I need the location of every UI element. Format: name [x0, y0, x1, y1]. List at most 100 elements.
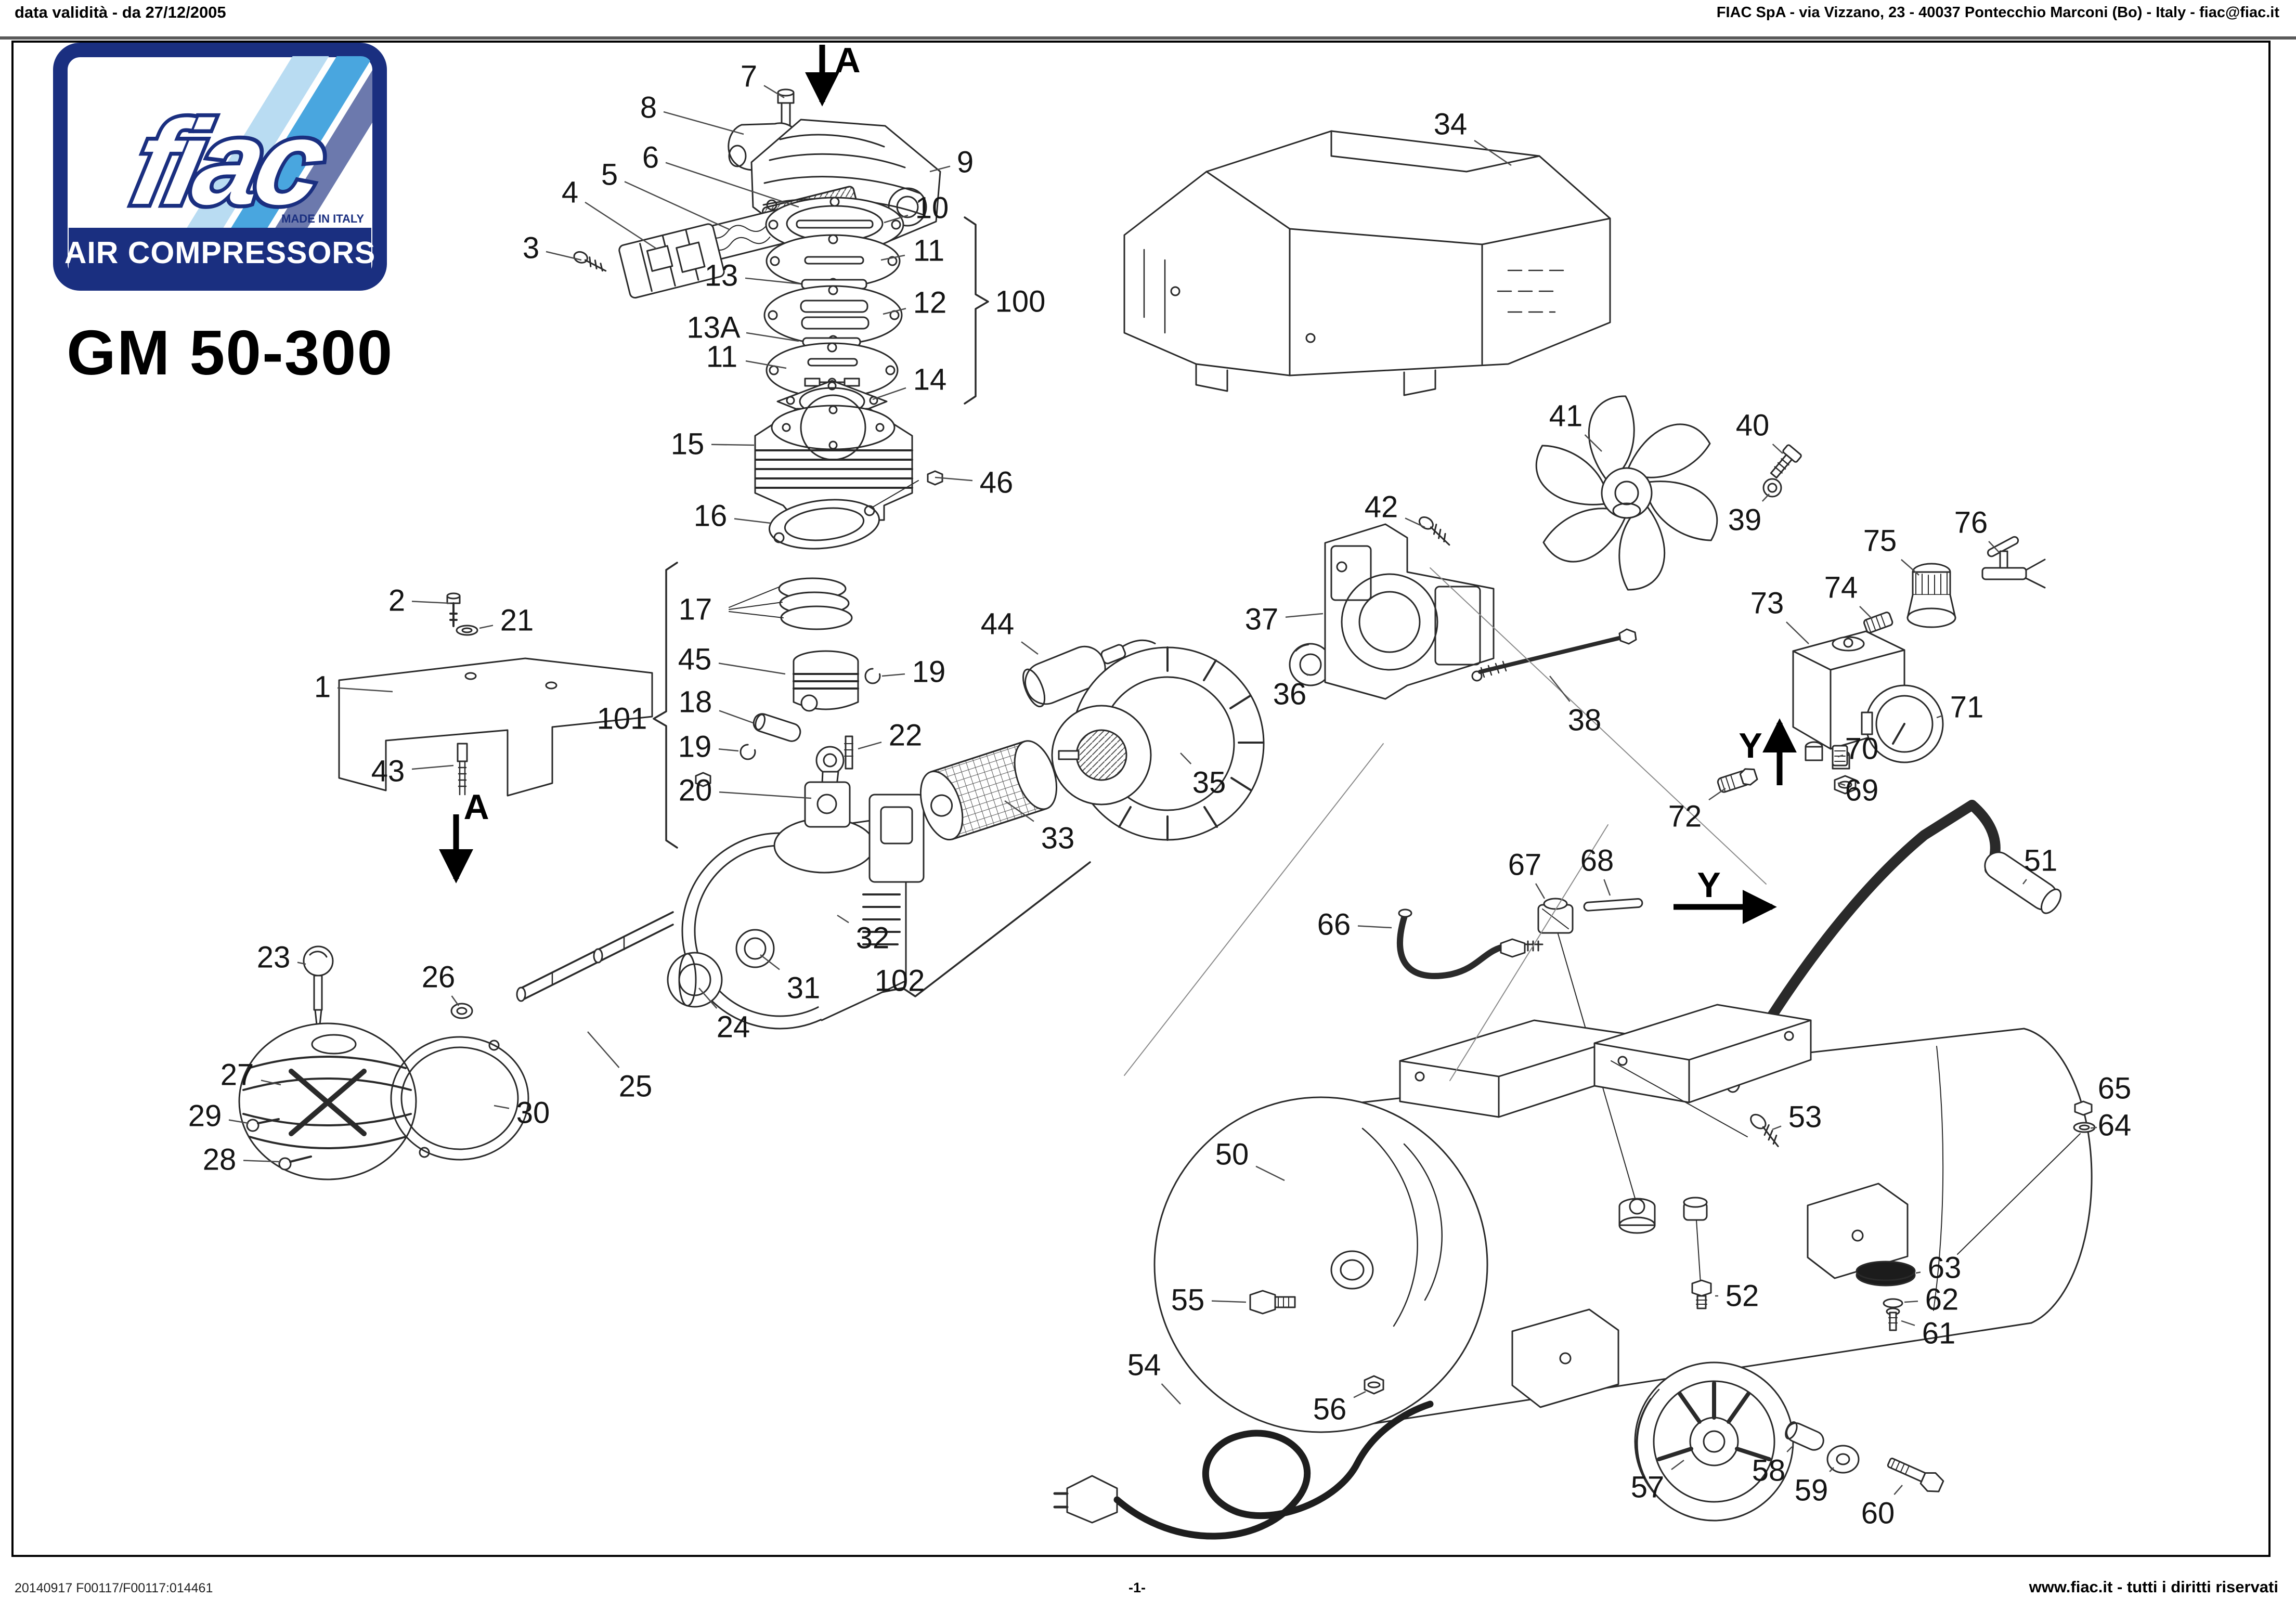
document-code: 20140917 F00117/F00117:014461 — [15, 1581, 213, 1595]
part-label-36: 36 — [1273, 677, 1307, 711]
plate-bolt — [446, 592, 461, 627]
leader-22 — [858, 741, 882, 750]
wheel-bolt — [1887, 1458, 1944, 1492]
leader-32 — [837, 914, 849, 924]
oil-dipstick — [303, 945, 334, 1031]
leader-56 — [1353, 1391, 1366, 1398]
saddle-screw — [1611, 1060, 1779, 1147]
part-label-11a: 11 — [913, 233, 945, 268]
part-label-56: 56 — [1313, 1392, 1347, 1426]
leader-21 — [479, 625, 494, 629]
leader-70 — [1837, 754, 1844, 758]
shaft-ring — [450, 1003, 473, 1019]
mount-stud — [457, 743, 468, 796]
leader-64 — [2090, 1126, 2097, 1129]
through-bolt — [1478, 628, 1637, 678]
logo-banner-bar — [69, 228, 371, 277]
part-label-39: 39 — [1728, 503, 1762, 537]
power-cord — [1053, 1400, 1434, 1540]
leg-bracket-rear — [1807, 1183, 1909, 1279]
model-title: GM 50-300 — [67, 317, 394, 388]
valve-plate-stack — [763, 197, 904, 424]
leader-23 — [297, 962, 306, 965]
foot-washer — [1883, 1298, 1903, 1308]
leader-7 — [763, 85, 785, 99]
leader-55 — [1211, 1300, 1247, 1303]
part-label-63: 63 — [1927, 1251, 1962, 1285]
saddle-plate-right — [1593, 1004, 1812, 1103]
part-label-2: 2 — [388, 583, 406, 618]
motor-bracket — [1324, 523, 1495, 700]
part-label-74: 74 — [1824, 570, 1858, 605]
leader-25 — [587, 1031, 620, 1068]
part-label-28: 28 — [202, 1142, 237, 1177]
page-number: -1- — [1128, 1580, 1146, 1595]
intake-muffler — [1022, 639, 1156, 708]
leader-51 — [2022, 879, 2027, 885]
foot-screw — [1886, 1307, 1900, 1331]
part-label-30: 30 — [516, 1096, 550, 1130]
base-plate — [338, 657, 653, 797]
tank-nut-56 — [1364, 1375, 1384, 1395]
crankcase — [681, 735, 925, 1030]
base-gasket — [768, 499, 880, 550]
leader-lines — [228, 45, 2097, 1495]
part-label-72: 72 — [1668, 799, 1702, 834]
leader-34 — [1474, 140, 1512, 166]
valve-block — [618, 223, 725, 299]
part-label-76: 76 — [1954, 505, 1988, 540]
main-bearing — [667, 952, 723, 1008]
svg-text:fiac: fiac — [122, 96, 336, 229]
pressure-regulator — [1906, 563, 1956, 628]
part-label-27: 27 — [220, 1058, 254, 1092]
part-label-16: 16 — [693, 499, 728, 533]
part-label-11b: 11 — [706, 340, 738, 374]
part-label-29: 29 — [188, 1099, 222, 1133]
tank-fitting-72 — [1717, 768, 1758, 793]
part-label-35: 35 — [1192, 765, 1226, 800]
leader-26 — [451, 995, 460, 1006]
motor-bearing — [1289, 643, 1332, 686]
part-label-70: 70 — [1845, 732, 1879, 766]
part-label-5: 5 — [601, 158, 618, 192]
part-label-43: 43 — [371, 754, 405, 788]
part-label-65: 65 — [2097, 1071, 2132, 1106]
outlet-valve — [1981, 536, 2046, 589]
part-label-50: 50 — [1215, 1137, 1249, 1172]
cooling-fan — [1535, 395, 1718, 591]
part-label-55: 55 — [1171, 1283, 1205, 1317]
leader-61 — [1901, 1320, 1915, 1326]
pressure-gauge — [1861, 684, 1944, 763]
leader-62 — [1904, 1300, 1918, 1303]
part-label-68: 68 — [1580, 843, 1614, 878]
view-marker-Y-tee: Y — [1697, 865, 1721, 905]
leader-71 — [1936, 715, 1943, 719]
wheel-washer — [1826, 1445, 1860, 1474]
air-compressors-text: AIR COMPRESSORS — [64, 236, 376, 270]
leader-18 — [719, 710, 754, 724]
leader-16 — [734, 518, 771, 524]
leader-53 — [1772, 1125, 1782, 1131]
part-label-44: 44 — [980, 607, 1015, 641]
leader-60 — [1893, 1485, 1903, 1495]
part-label-33: 33 — [1041, 821, 1075, 855]
leader-2 — [411, 601, 451, 604]
leader-8 — [663, 111, 744, 135]
leader-1 — [337, 687, 393, 693]
part-label-45: 45 — [678, 642, 712, 677]
leader-72 — [1708, 787, 1726, 801]
copyright-note: www.fiac.it - tutti i diritti riservati — [2029, 1578, 2278, 1596]
part-label-12: 12 — [913, 285, 947, 320]
leader-30 — [494, 1105, 510, 1109]
part-label-20: 20 — [678, 773, 712, 808]
bracket-screw — [1418, 516, 1450, 546]
leader-36 — [1306, 673, 1309, 676]
leader-29 — [228, 1119, 249, 1124]
part-label-60: 60 — [1861, 1496, 1895, 1530]
part-label-59: 59 — [1794, 1473, 1828, 1508]
part-label-31: 31 — [786, 971, 821, 1005]
leader-3 — [546, 251, 582, 261]
part-label-53: 53 — [1788, 1100, 1822, 1134]
leader-43 — [411, 764, 454, 770]
